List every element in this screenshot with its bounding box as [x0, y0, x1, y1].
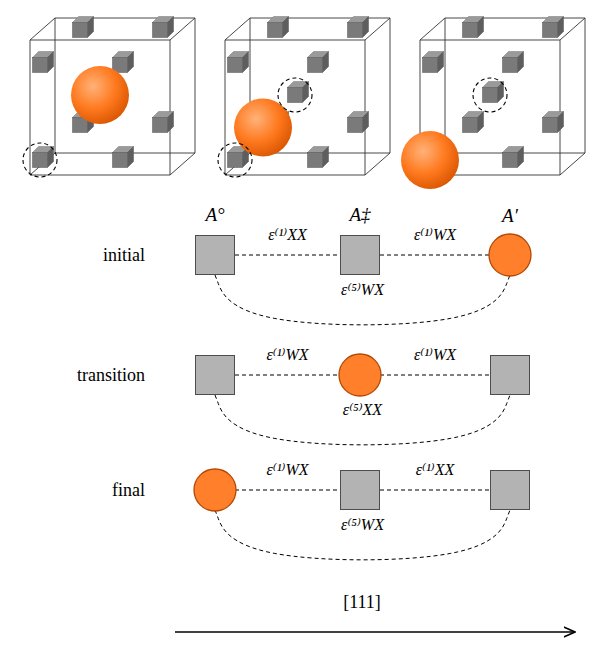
column-heading: A°: [205, 204, 224, 226]
solute-circle: A′: [490, 235, 530, 275]
solvent-square: [340, 470, 380, 510]
circle-outline: [340, 355, 380, 395]
solute-circle: [195, 470, 235, 510]
solvent-square: A‡: [340, 235, 380, 275]
interaction-energy: ε⁽¹⁾WX: [264, 346, 310, 364]
pair-interaction: [380, 255, 490, 256]
cubic-cell: [218, 17, 390, 178]
row-label: initial: [103, 245, 145, 266]
solute-atom: [71, 66, 129, 124]
interaction-energy: ε⁽⁵⁾WX: [339, 281, 386, 299]
pair-interaction: [235, 255, 340, 256]
pair-interaction: [235, 490, 340, 491]
interaction-energy: ε⁽¹⁾WX: [412, 346, 458, 364]
solute-circle: [340, 355, 380, 395]
interaction-energy: ε⁽¹⁾XX: [266, 226, 309, 244]
row-label: final: [112, 480, 145, 501]
site-marker: [218, 143, 252, 177]
cubic-cell: [23, 17, 195, 178]
direction-arrow: [175, 631, 575, 632]
cubic-cell: [401, 17, 585, 190]
solute-atom: [401, 131, 459, 189]
column-heading: A′: [502, 205, 518, 227]
solute-atom: [234, 99, 292, 157]
circle-outline: [195, 470, 235, 510]
pair-interaction: [380, 375, 490, 376]
interaction-energy: ε⁽⁵⁾WX: [339, 516, 386, 534]
pair-interaction: [380, 490, 490, 491]
interaction-energy: ε⁽⁵⁾XX: [341, 401, 384, 419]
row-label: transition: [77, 365, 145, 386]
pair-interaction: [215, 395, 510, 445]
solvent-square: [490, 355, 530, 395]
interaction-energy: ε⁽¹⁾XX: [414, 461, 457, 479]
site-marker: [23, 143, 57, 177]
column-heading: A‡: [349, 204, 370, 226]
pair-interaction: [235, 375, 340, 376]
solvent-square: [490, 470, 530, 510]
solvent-square: A°: [195, 235, 235, 275]
circle-outline: [490, 235, 530, 275]
interaction-energy: ε⁽¹⁾WX: [412, 226, 458, 244]
solvent-square: [195, 355, 235, 395]
pair-interaction: [215, 510, 510, 560]
direction-label: [111]: [343, 592, 381, 613]
site-marker: [278, 78, 312, 112]
pair-interaction: [215, 275, 510, 325]
interaction-energy: ε⁽¹⁾WX: [264, 461, 310, 479]
site-marker: [473, 78, 507, 112]
